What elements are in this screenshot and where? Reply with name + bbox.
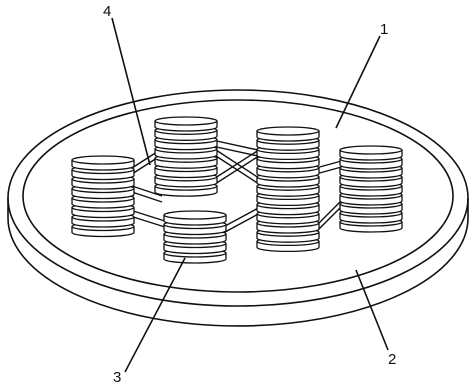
label-3: 3 (113, 369, 121, 386)
leader-lines (111, 17, 389, 373)
thylakoid-disc (339, 145, 403, 161)
thylakoid-disc (154, 116, 218, 132)
granum-stack (71, 155, 135, 238)
outer-membrane (7, 89, 469, 327)
lamella-line (129, 209, 169, 223)
lamella-line (211, 145, 259, 157)
lamella-line (215, 149, 263, 181)
thylakoid-disc (256, 153, 320, 170)
thylakoid-disc (71, 155, 135, 171)
membrane-outer-ellipse (7, 89, 469, 307)
leader-line-2 (355, 269, 389, 351)
leader-line-3 (124, 257, 186, 373)
lamella-line (211, 139, 259, 151)
lamella-line (131, 191, 163, 203)
leader-line-1 (335, 35, 381, 129)
lamella-line (215, 155, 263, 187)
label-4: 4 (103, 3, 111, 20)
grana (71, 116, 403, 264)
lamella-line (131, 185, 163, 197)
inner-membrane (22, 99, 454, 293)
label-2: 2 (388, 351, 396, 368)
lamella-line (129, 215, 169, 229)
label-1: 1 (380, 21, 388, 38)
membrane-rim (7, 198, 469, 327)
granum-stack (339, 145, 403, 233)
granum-stack (256, 126, 320, 253)
granum-stack (154, 116, 218, 197)
thylakoid-disc (256, 126, 320, 142)
thylakoid-disc (163, 210, 227, 226)
leader-line-4 (111, 17, 151, 166)
granum-stack (163, 210, 227, 264)
